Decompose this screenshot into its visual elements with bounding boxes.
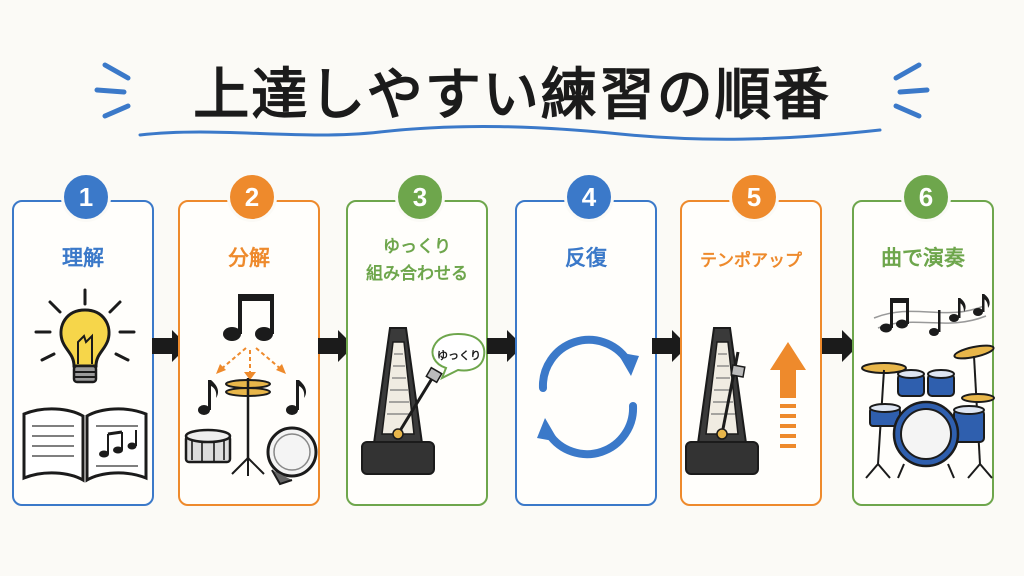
step-6-label: 曲で演奏 [881, 246, 965, 270]
drum-parts-icon [184, 294, 318, 486]
step-5-card: テンポアップ [680, 200, 822, 506]
left-spark-icon [94, 62, 131, 119]
step-3-card: ゆっくり 組み合わせる ゆっくり [346, 200, 488, 506]
step-6-card: 曲で演奏 [852, 200, 995, 506]
step-4-number-badge: 4 [564, 172, 614, 222]
title-area: 上達しやすい練習の順番 [0, 40, 1024, 150]
arrow-right-icon [822, 330, 858, 362]
lightbulb-book-icon [22, 288, 148, 483]
repeat-cycle-icon [537, 335, 639, 459]
step-6-number-badge: 6 [901, 172, 951, 222]
step-3-number-badge: 3 [395, 172, 445, 222]
step-3-label-line-1: ゆっくり [383, 237, 451, 257]
step-5-label: テンポアップ [700, 251, 802, 271]
step-4-label: 反復 [565, 246, 607, 270]
metronome-slow-icon [361, 327, 486, 475]
step-2-number-badge: 2 [227, 172, 277, 222]
step-1-card: 理解 [12, 200, 154, 506]
step-1-label: 理解 [62, 246, 104, 270]
step-4-card: 反復 [515, 200, 657, 506]
step-2-label: 分解 [228, 246, 270, 270]
arrow-right-icon [318, 330, 354, 362]
drum-kit-icon [861, 294, 995, 479]
step-5-number-badge: 5 [729, 172, 779, 222]
metronome-up-icon [685, 327, 806, 475]
step-3-label-line-2: 組み合わせる [366, 264, 468, 284]
step-2-card: 分解 [178, 200, 320, 506]
step-1-number-badge: 1 [61, 172, 111, 222]
speech-bubble-text: ゆっくり [437, 349, 481, 362]
title-decoration [94, 62, 930, 141]
arrow-right-icon [487, 330, 523, 362]
page-title: 上達しやすい練習の順番 [193, 63, 831, 128]
title-underline [138, 124, 882, 141]
arrow-right-icon [652, 330, 688, 362]
right-spark-icon [893, 62, 930, 119]
